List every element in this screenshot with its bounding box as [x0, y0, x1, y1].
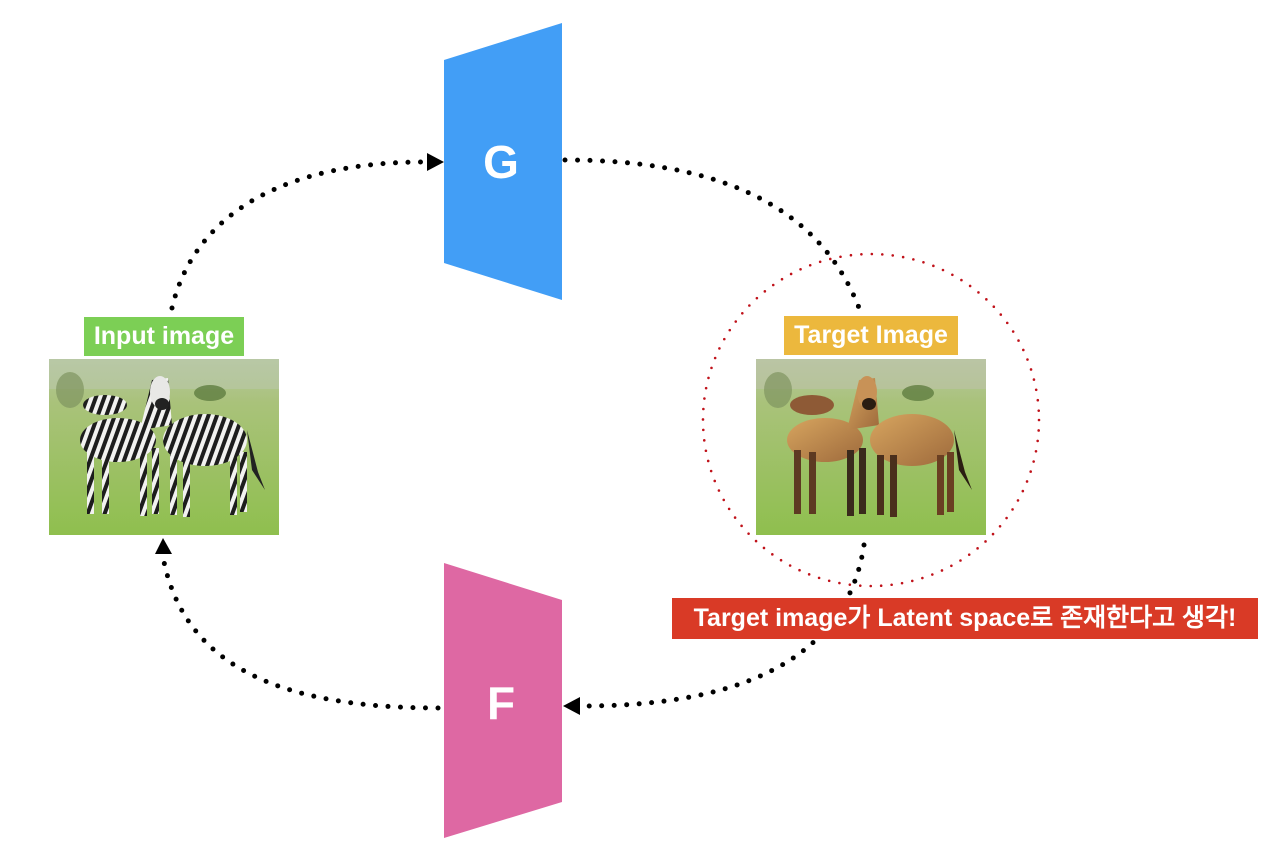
- arrowhead-icon: [563, 697, 580, 715]
- generator-f-label: F: [487, 677, 515, 729]
- arrowhead-icon: [427, 153, 444, 171]
- generator-g-label: G: [483, 136, 519, 188]
- latent-space-annotation: Target image가 Latent space로 존재한다고 생각!: [672, 598, 1258, 639]
- input-image: [49, 359, 279, 535]
- input-image-label: Input image: [84, 317, 244, 356]
- edge-input-to-g: [169, 153, 444, 311]
- generator-f-node: F: [444, 563, 562, 838]
- edge-target-to-f: [563, 542, 867, 715]
- target-image-label: Target Image: [784, 316, 958, 355]
- target-image: [756, 359, 986, 535]
- arrowhead-icon: [155, 538, 172, 554]
- highlight-circle: [701, 252, 1041, 588]
- generator-g-node: G: [444, 23, 562, 300]
- edge-f-to-input: [155, 538, 441, 711]
- edge-g-to-target: [562, 157, 865, 319]
